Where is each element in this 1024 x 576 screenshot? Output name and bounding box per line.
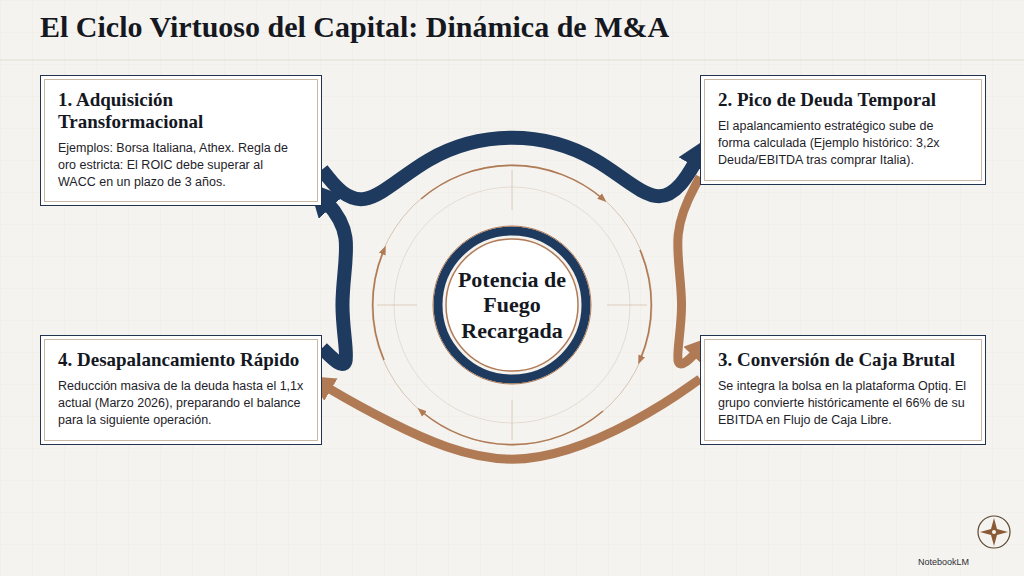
cycle-arrow — [678, 177, 700, 364]
step-box: 2. Pico de Deuda Temporal El apalancamien… — [700, 75, 986, 185]
node-heading: 1. Adquisición Transformacional — [58, 89, 304, 133]
node-body: El apalancamiento estratégico sube de fo… — [718, 118, 968, 170]
step-box: 3. Conversión de Caja Brutal Se integra l… — [700, 335, 986, 445]
compass-icon — [978, 516, 1010, 548]
inner-ring — [372, 165, 652, 445]
cycle-arrow — [322, 197, 346, 364]
node-body: Ejemplos: Borsa Italiana, Athex. Regla d… — [58, 140, 304, 192]
node-body: Se integra la bolsa en la plataforma Opt… — [718, 378, 968, 430]
cycle-arrow — [322, 379, 700, 459]
watermark: NotebookLM — [918, 557, 969, 567]
center-circle: Potencia de Fuego Recargada — [432, 225, 592, 385]
diagram-title: El Ciclo Virtuoso del Capital: Dinámica … — [40, 10, 669, 44]
node-heading: 3. Conversión de Caja Brutal — [718, 349, 968, 371]
cycle-arrow — [322, 138, 700, 199]
node-heading: Potencia de Fuego Recargada — [450, 267, 574, 343]
node-body: Reducción masiva de la deuda hasta el 1,… — [58, 378, 304, 430]
node-heading: 4. Desapalancamiento Rápido — [58, 349, 304, 371]
node-heading: 2. Pico de Deuda Temporal — [718, 89, 968, 111]
step-box: 1. Adquisición TransformacionalEjemplos:… — [40, 75, 322, 206]
step-box: 4. Desapalancamiento RápidoReducción mas… — [40, 335, 322, 445]
